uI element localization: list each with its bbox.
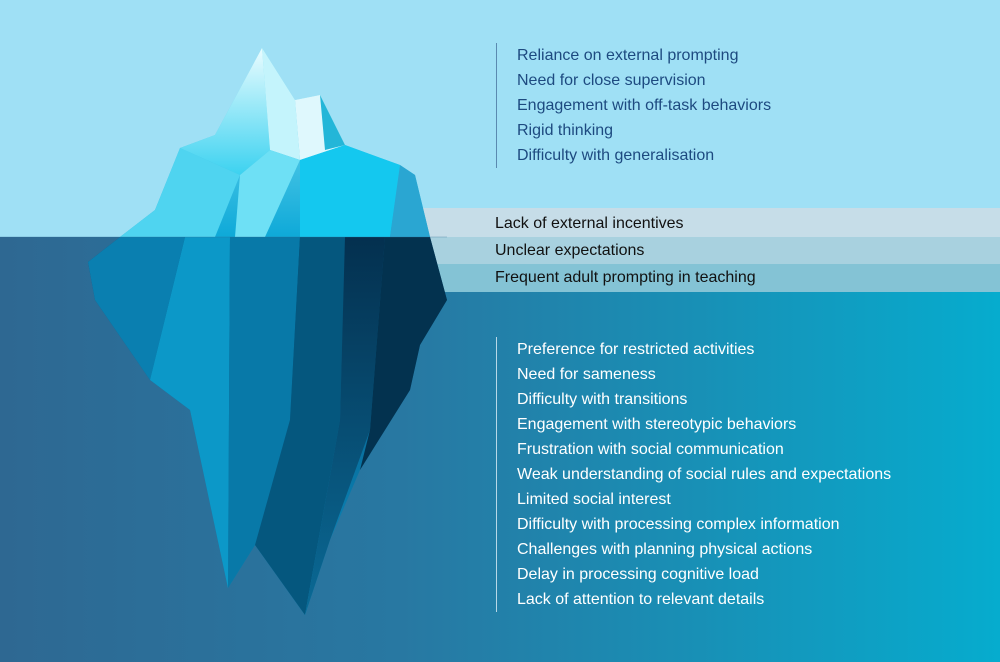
list-item: Engagement with stereotypic behaviors bbox=[517, 416, 797, 433]
list-item: Challenges with planning physical action… bbox=[517, 541, 813, 558]
list-item: Need for sameness bbox=[517, 366, 656, 383]
list-item: Difficulty with transitions bbox=[517, 391, 688, 408]
list-item: Weak understanding of social rules and e… bbox=[517, 466, 892, 483]
list-item: Frustration with social communication bbox=[517, 441, 784, 458]
list-item: Rigid thinking bbox=[517, 122, 614, 139]
below-water-list: Preference for restricted activities Nee… bbox=[496, 337, 891, 612]
list-item: Reliance on external prompting bbox=[517, 47, 739, 64]
list-item: Delay in processing cognitive load bbox=[517, 566, 759, 583]
list-item: Preference for restricted activities bbox=[517, 341, 755, 358]
list-item: Need for close supervision bbox=[517, 72, 706, 89]
list-item: Engagement with off-task behaviors bbox=[517, 97, 772, 114]
above-water-list: Reliance on external prompting Need for … bbox=[496, 43, 771, 168]
list-item: Difficulty with generalisation bbox=[517, 147, 715, 164]
waterline-band-2: Unclear expectations bbox=[415, 237, 1000, 264]
waterline-item: Lack of external incentives bbox=[495, 215, 684, 232]
waterline-item: Unclear expectations bbox=[495, 242, 645, 259]
waterline-band-3: Frequent adult prompting in teaching bbox=[415, 264, 1000, 292]
list-item: Lack of attention to relevant details bbox=[517, 591, 765, 608]
list-item: Limited social interest bbox=[517, 491, 671, 508]
list-item: Difficulty with processing complex infor… bbox=[517, 516, 840, 533]
waterline-band-1: Lack of external incentives bbox=[415, 208, 1000, 237]
waterline-item: Frequent adult prompting in teaching bbox=[495, 269, 756, 286]
